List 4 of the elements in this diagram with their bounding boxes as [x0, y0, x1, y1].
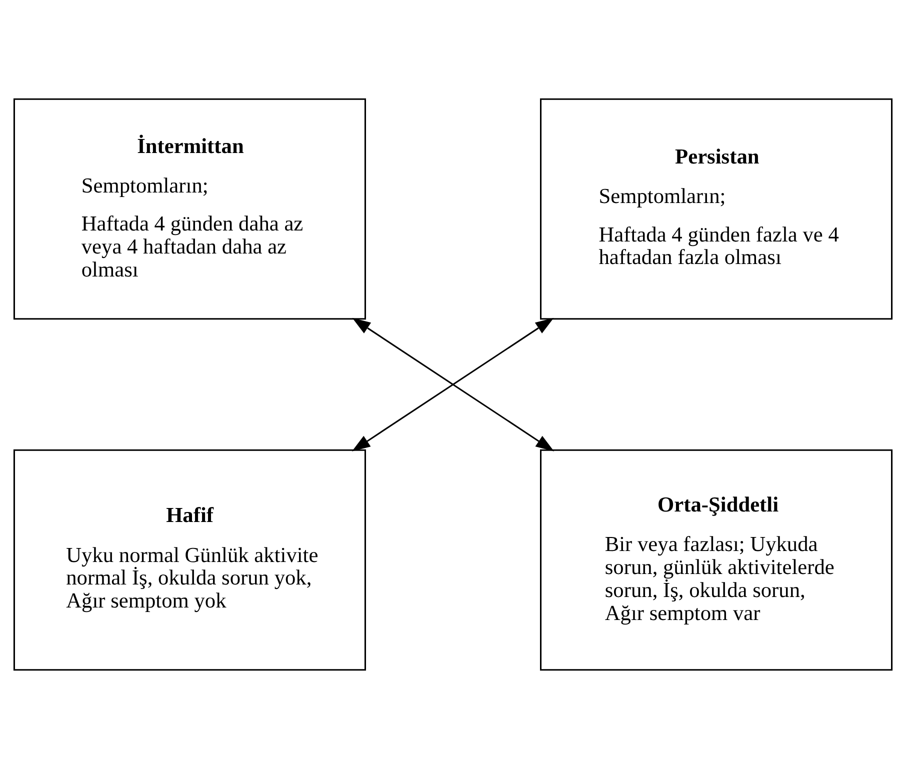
node-box: Orta-Şiddetli Bir veya fazlası; Uykuda sorun, günlük aktivitelerde sorun, İş, okulda sorun, Ağır semptom var	[540, 448, 893, 670]
node-box: Persistan Semptomların; Haftada 4 günden fazla ve 4 haftadan fazla olması	[540, 98, 893, 320]
node-box: İntermittan Semptomların; Haftada 4 günden daha az veya 4 haftadan daha az olması	[13, 98, 366, 320]
node-box: Hafif Uyku normal Günlük aktivite normal İş, okulda sorun yok, Ağır semptom yok	[13, 448, 366, 670]
